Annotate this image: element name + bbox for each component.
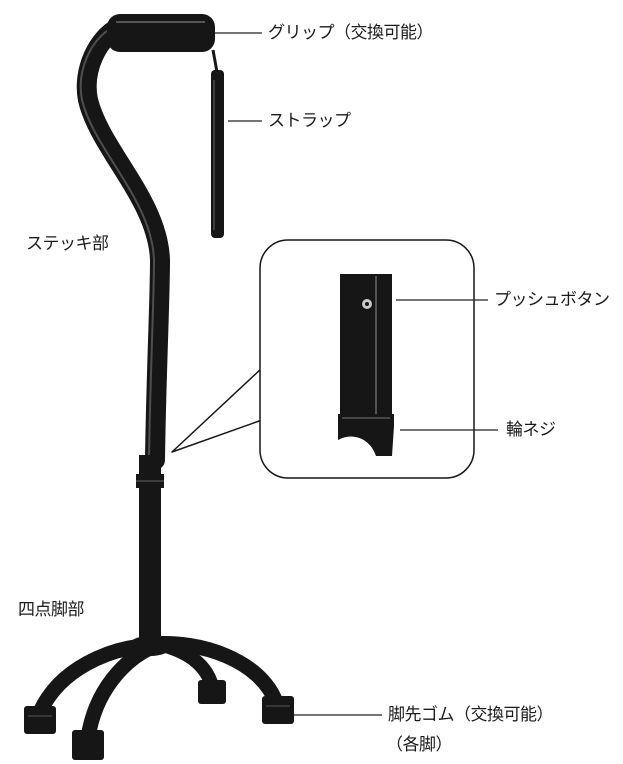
foot-rubbers	[24, 680, 294, 760]
zoom-shaft	[340, 274, 392, 420]
lower-shaft	[139, 455, 161, 645]
strap	[211, 49, 224, 238]
zoom-callout	[171, 239, 475, 479]
grip-label: グリップ（交換可能）	[268, 23, 434, 43]
each-leg-label: （各脚）	[386, 735, 453, 755]
strap-label: ストラップ	[268, 111, 351, 131]
grip	[107, 14, 215, 52]
base-label: 四点脚部	[18, 600, 85, 620]
ring-screw-label: 輪ネジ	[506, 420, 556, 440]
four-point-base	[32, 635, 284, 746]
leader-lines	[214, 32, 498, 716]
foot-rubber-label: 脚先ゴム（交換可能）	[388, 705, 554, 725]
ring-screw-detail	[338, 426, 394, 456]
stick-label: ステッキ部	[26, 234, 109, 254]
push-button-label: プッシュボタン	[494, 290, 610, 310]
cane-shaft	[76, 18, 171, 645]
